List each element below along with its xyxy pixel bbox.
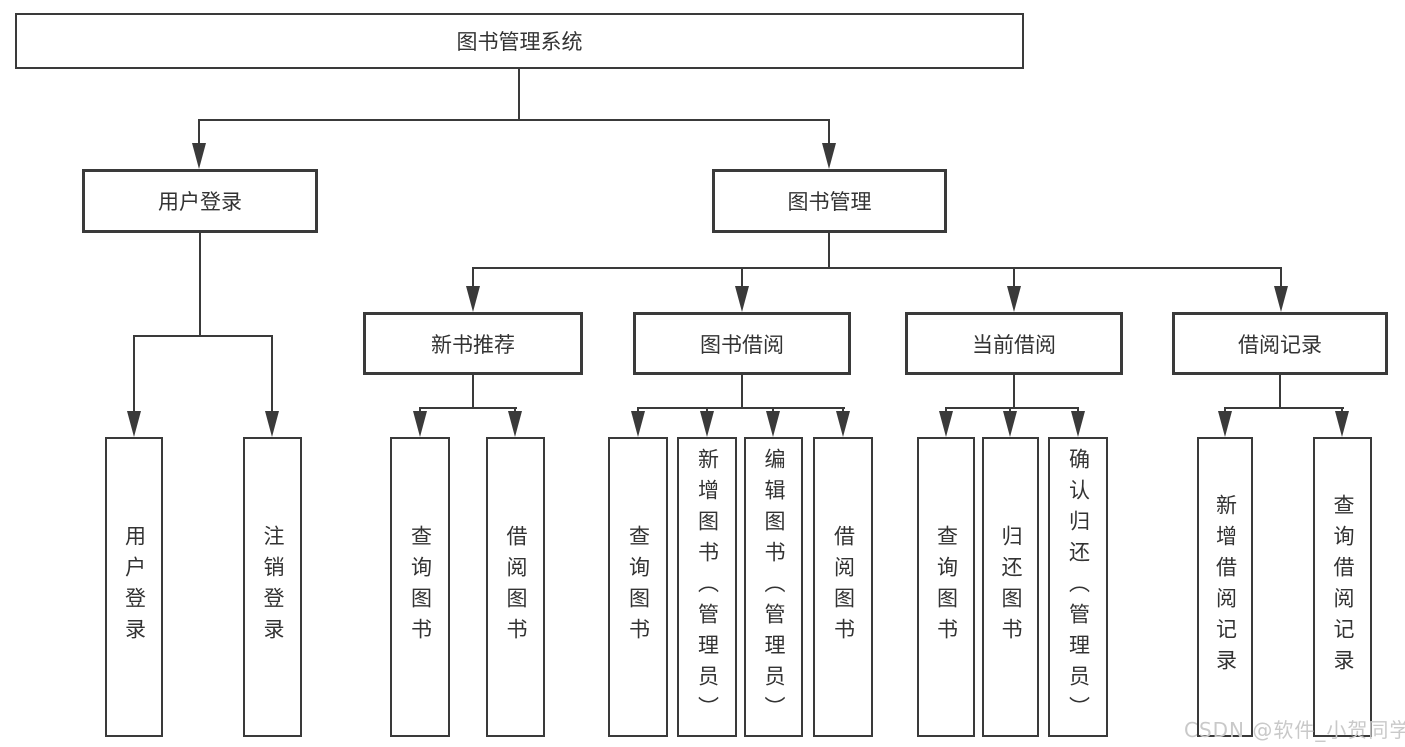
leaf-query-books-current: 查询图书 (917, 437, 975, 737)
connector-line (1013, 375, 1015, 409)
arrow-down-icon (631, 411, 645, 437)
node-label: 新增借阅记录 (1213, 494, 1238, 680)
connector-line (472, 267, 1282, 269)
leaf-add-borrow-record: 新增借阅记录 (1197, 437, 1253, 737)
watermark: CSDN @软件_小贺同学 (1184, 718, 1405, 742)
arrow-down-icon (1274, 286, 1288, 312)
leaf-edit-books-admin: 编辑图书（管理员） (744, 437, 803, 737)
leaf-user-login: 用户登录 (105, 437, 163, 737)
leaf-query-books-borrow: 查询图书 (608, 437, 668, 737)
arrow-down-icon (1218, 411, 1232, 437)
leaf-return-books: 归还图书 (982, 437, 1039, 737)
node-root: 图书管理系统 (15, 13, 1024, 69)
node-label: 图书借阅 (700, 332, 784, 357)
node-label: 新书推荐 (431, 332, 515, 357)
node-label: 查询图书 (934, 525, 959, 649)
arrow-down-icon (466, 286, 480, 312)
arrow-down-icon (1003, 411, 1017, 437)
node-label: 新增图书（管理员） (695, 447, 720, 727)
node-label: 确认归还（管理员） (1066, 447, 1091, 727)
connector-line (1279, 375, 1281, 409)
node-label: 借阅图书 (831, 525, 856, 649)
arrow-down-icon (508, 411, 522, 437)
node-label: 用户登录 (122, 525, 147, 649)
node-label: 当前借阅 (972, 332, 1056, 357)
connector-line (133, 335, 273, 337)
connector-line (198, 119, 830, 121)
node-label: 编辑图书（管理员） (762, 447, 786, 727)
node-label: 图书管理系统 (456, 30, 583, 54)
node-label: 用户登录 (158, 190, 242, 214)
connector-line (199, 233, 201, 337)
leaf-query-borrow-record: 查询借阅记录 (1313, 437, 1372, 737)
arrow-down-icon (413, 411, 427, 437)
node-label: 注销登录 (261, 525, 285, 649)
leaf-borrow-books-recommend: 借阅图书 (486, 437, 545, 737)
node-book-borrow: 图书借阅 (633, 312, 851, 375)
arrow-down-icon (127, 411, 141, 437)
arrow-down-icon (700, 411, 714, 437)
connector-line (1224, 407, 1344, 409)
leaf-logout: 注销登录 (243, 437, 302, 737)
node-label: 图书管理 (787, 190, 872, 214)
node-user-login: 用户登录 (82, 169, 318, 233)
node-label: 查询借阅记录 (1331, 494, 1355, 680)
node-current-borrow: 当前借阅 (905, 312, 1123, 375)
arrow-down-icon (192, 143, 206, 169)
leaf-confirm-return-admin: 确认归还（管理员） (1048, 437, 1108, 737)
node-borrow-records: 借阅记录 (1172, 312, 1388, 375)
arrow-down-icon (1335, 411, 1349, 437)
arrow-down-icon (1007, 286, 1021, 312)
connector-line (945, 407, 1079, 409)
leaf-add-books-admin: 新增图书（管理员） (677, 437, 737, 737)
connector-line (419, 407, 517, 409)
node-label: 借阅图书 (504, 525, 528, 649)
connector-line (271, 336, 273, 414)
connector-line (1013, 268, 1015, 292)
connector-line (828, 233, 830, 269)
node-label: 归还图书 (999, 525, 1023, 649)
arrow-down-icon (265, 411, 279, 437)
connector-line (472, 375, 474, 409)
connector-line (472, 268, 474, 292)
arrow-down-icon (1071, 411, 1085, 437)
connector-line (1280, 268, 1282, 292)
connector-line (198, 120, 200, 148)
arrow-down-icon (836, 411, 850, 437)
node-book-management: 图书管理 (712, 169, 947, 233)
arrow-down-icon (822, 143, 836, 169)
arrow-down-icon (766, 411, 780, 437)
node-label: 查询图书 (626, 525, 651, 649)
connector-line (828, 120, 830, 148)
connector-line (741, 375, 743, 409)
arrow-down-icon (735, 286, 749, 312)
connector-line (133, 336, 135, 414)
node-label: 借阅记录 (1238, 332, 1322, 357)
arrow-down-icon (939, 411, 953, 437)
leaf-borrow-books: 借阅图书 (813, 437, 873, 737)
leaf-query-books-recommend: 查询图书 (390, 437, 450, 737)
connector-line (518, 69, 520, 121)
connector-line (741, 268, 743, 292)
node-label: 查询图书 (408, 525, 433, 649)
node-new-book-recommend: 新书推荐 (363, 312, 583, 375)
connector-line (637, 407, 845, 409)
